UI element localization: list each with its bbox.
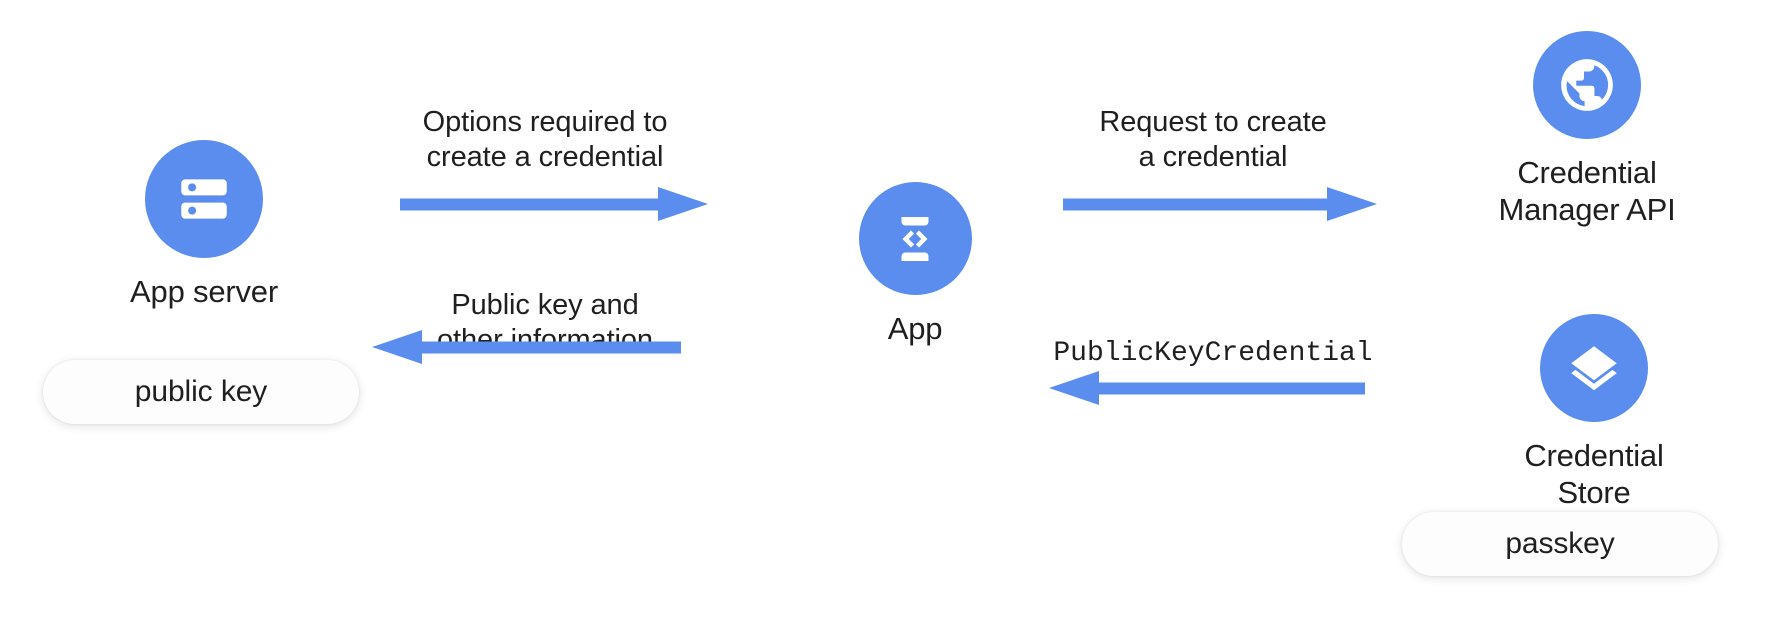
server-icon bbox=[145, 140, 263, 258]
pill-public-key[interactable]: public key bbox=[43, 360, 359, 424]
node-credential-manager-api[interactable]: Credential Manager API bbox=[1487, 31, 1687, 228]
node-credential-store[interactable]: Credential Store bbox=[1494, 314, 1694, 511]
pill-public-key-label: public key bbox=[134, 375, 268, 408]
node-app-label: App bbox=[887, 311, 943, 346]
arrow-app-to-credential-manager bbox=[1063, 186, 1378, 222]
arrow-caption-server-to-app: Options required to create a credential bbox=[422, 106, 668, 173]
arrow-credential-store-to-app bbox=[1045, 370, 1365, 406]
arrow-server-to-app bbox=[400, 186, 708, 222]
arrow-caption-app-to-credential-manager: Request to create a credential bbox=[1099, 106, 1327, 173]
pill-passkey[interactable]: passkey bbox=[1402, 512, 1718, 576]
node-credential-manager-api-label: Credential Manager API bbox=[1498, 155, 1676, 227]
globe-icon bbox=[1533, 31, 1641, 139]
node-credential-store-label: Credential Store bbox=[1524, 438, 1664, 510]
arrow-app-to-server bbox=[368, 329, 681, 365]
node-app[interactable]: App bbox=[830, 182, 1000, 348]
layers-stack-icon bbox=[1540, 314, 1648, 422]
app-code-phone-icon bbox=[858, 182, 972, 295]
pill-passkey-label: passkey bbox=[1505, 527, 1615, 560]
node-app-server-label: App server bbox=[130, 274, 278, 309]
arrow-caption-credential-store-to-app: PublicKeyCredential bbox=[1053, 338, 1373, 369]
node-app-server[interactable]: App server bbox=[119, 140, 289, 311]
